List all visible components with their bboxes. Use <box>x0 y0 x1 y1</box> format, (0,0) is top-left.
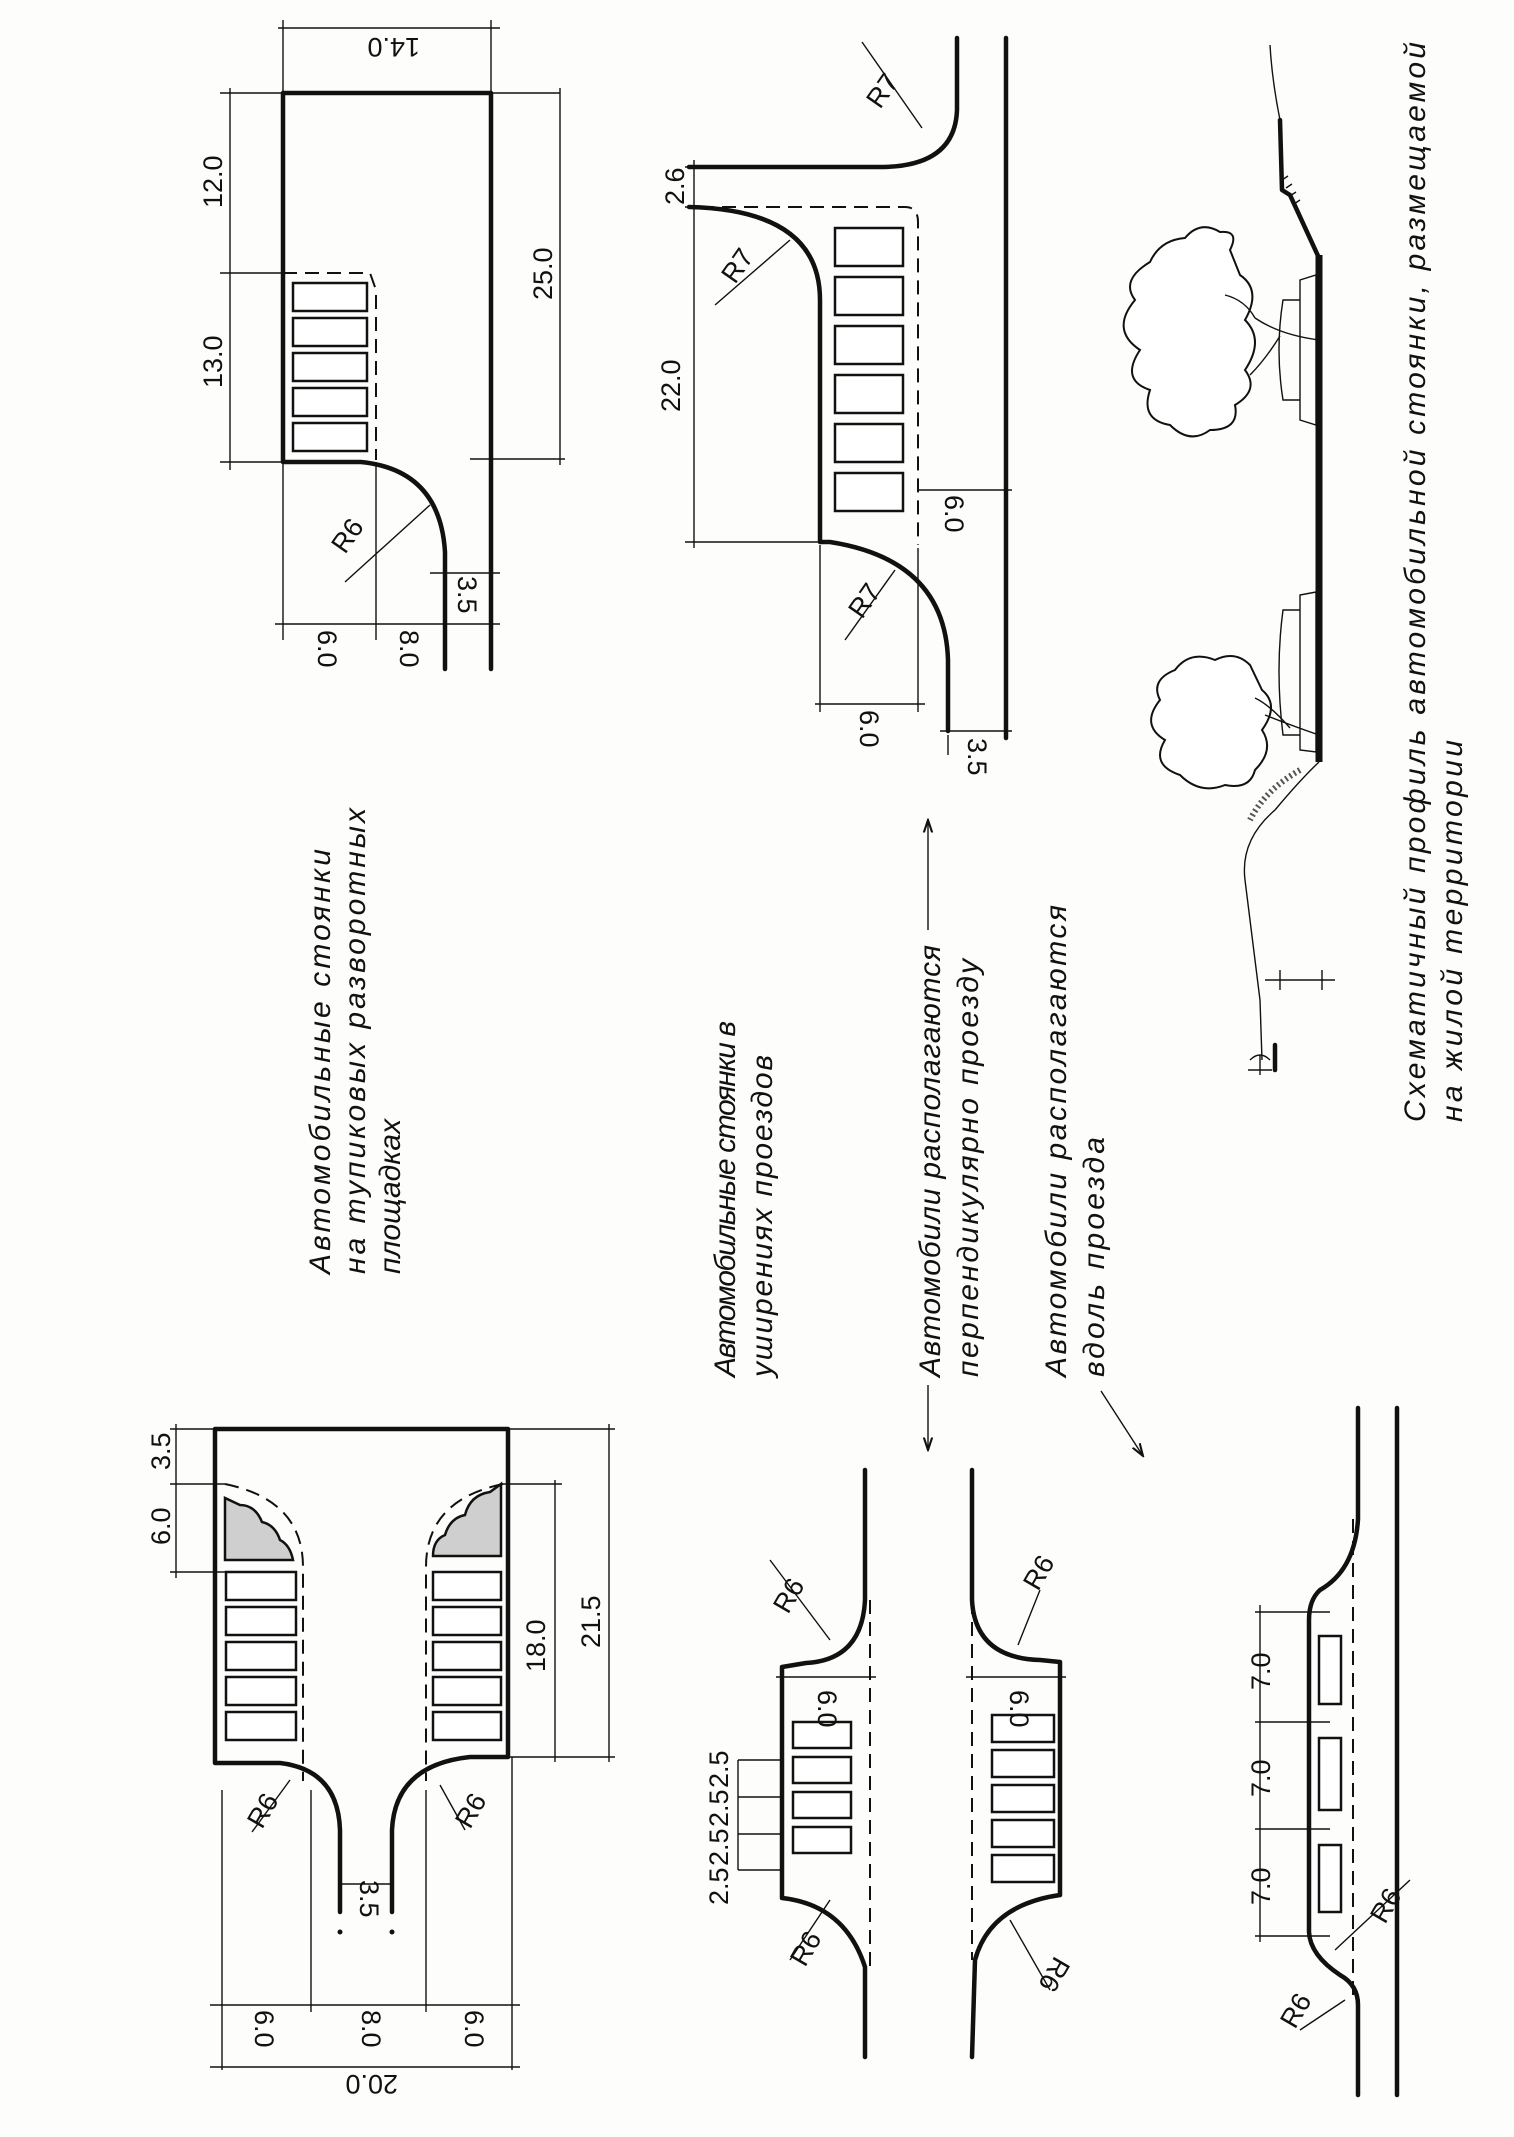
figure-dead-end-turnaround-right: 14.0 12.0 13.0 25.0 R6 3.5 6.0 8.0 <box>198 20 565 672</box>
dim-d: 21.5 <box>576 1595 606 1648</box>
dim-length: 25.0 <box>528 247 558 300</box>
caption-line: Автомобили располагаются <box>914 945 947 1379</box>
dim-depth: 6.0 <box>812 1690 842 1728</box>
caption-line: на тупиковых разворотных <box>339 807 372 1274</box>
radius-label-3: R7 <box>860 68 904 113</box>
dim-b: 13.0 <box>198 335 228 388</box>
radius-label-2: R6 <box>449 1788 492 1833</box>
dim-s1: 2.5 <box>704 1867 734 1905</box>
caption-line: перпендикулярно проезду <box>952 957 985 1377</box>
turnaround-outline <box>212 1426 511 1915</box>
tree-2 <box>1150 655 1320 790</box>
dim-w1: 6.0 <box>249 2010 279 2048</box>
parking-slots-right <box>431 1570 503 1742</box>
parking-slots <box>291 281 369 453</box>
car-2 <box>1278 591 1317 753</box>
dim-s4: 2.5 <box>704 1750 734 1788</box>
caption-line: на жилой территории <box>1436 740 1469 1122</box>
dim-d2: 6.0 <box>854 710 884 748</box>
radius-label-1: R6 <box>241 1788 284 1833</box>
arrow-diagonal-icon <box>1100 1390 1143 1456</box>
dim-d1: 6.0 <box>312 630 342 668</box>
caption-profile: Схематичный профиль автомобильной стоянк… <box>1399 42 1469 1122</box>
planter-left <box>223 1496 295 1562</box>
dim-s3: 2.5 <box>704 1789 734 1827</box>
dim-d2: 8.0 <box>394 630 424 668</box>
caption-along: Автомобили располагаются вдоль проезда <box>1040 905 1143 1456</box>
widening-outline <box>686 35 1009 741</box>
figure-profile <box>1122 44 1335 1075</box>
radius-label-2: R6 <box>1033 1952 1076 1997</box>
parking-slots <box>833 226 905 513</box>
dim-width: 14.0 <box>367 32 420 62</box>
figure-widening-top: 2.6 22.0 R7 R7 R7 6.0 6.0 3.5 <box>656 35 1012 776</box>
dim-c: 18.0 <box>521 1619 551 1672</box>
tree-1 <box>1122 226 1320 438</box>
caption-line: Автомобильные стоянки в <box>709 1021 742 1379</box>
dim-b: 22.0 <box>656 359 686 412</box>
figure-perpendicular-a: 6.0 2.5 2.5 2.5 2.5 R6 R6 <box>704 1467 876 2060</box>
caption-line: Схематичный профиль автомобильной стоянк… <box>1399 42 1432 1122</box>
radius-label-1: R6 <box>767 1573 810 1618</box>
dim-w2: 8.0 <box>356 2010 386 2048</box>
dim-a: 2.6 <box>660 167 690 205</box>
radius-label-2: R7 <box>842 578 886 623</box>
dim-s1: 7.0 <box>1246 1652 1276 1690</box>
parking-slots <box>990 1713 1056 1884</box>
dim-s3: 7.0 <box>1246 1867 1276 1905</box>
dim-a: 12.0 <box>198 155 228 208</box>
radius-label: R6 <box>325 513 369 558</box>
caption-perpendicular: Автомобили располагаются перпендикулярно… <box>914 820 985 1450</box>
dim-total: 20.0 <box>345 2069 398 2099</box>
caption-widening: Автомобильные стоянки в уширениях проезд… <box>709 1021 779 1379</box>
profile-dimension <box>1265 970 1335 990</box>
dim-d1: 6.0 <box>939 495 969 533</box>
planter-right <box>431 1481 503 1558</box>
caption-line: уширениях проездов <box>746 1055 779 1379</box>
figure-along-road: 7.0 7.0 7.0 R6 R6 <box>1246 1405 1411 2098</box>
caption-line: вдоль проезда <box>1078 1137 1111 1377</box>
dim-road: 3.5 <box>354 1880 384 1918</box>
caption-line: площадках <box>374 1118 407 1274</box>
radius-label-2: R6 <box>1274 1988 1317 2033</box>
dim-b: 6.0 <box>146 1507 176 1545</box>
caption-line: Автомобили располагаются <box>1040 905 1073 1379</box>
parking-slots <box>1317 1634 1343 1914</box>
radius-label-1: R6 <box>1364 1883 1407 1928</box>
radius-label-2: R6 <box>784 1926 827 1971</box>
figure-dead-end-turnaround-left: 3.5 6.0 18.0 21.5 R6 R6 3.5 6.0 8.0 6.0 … <box>146 1424 615 2099</box>
car-1 <box>1278 274 1317 426</box>
caption-dead-end: Автомобильные стоянки на тупиковых разво… <box>304 807 407 1276</box>
dim-depth: 6.0 <box>1004 1690 1034 1728</box>
dim-s2: 2.5 <box>704 1828 734 1866</box>
dim-s2: 7.0 <box>1246 1759 1276 1797</box>
person-figure <box>1248 1054 1272 1075</box>
dim-w3: 6.0 <box>459 2010 489 2048</box>
parking-slots-left <box>224 1570 298 1742</box>
radius-label-1: R6 <box>1017 1550 1060 1595</box>
dim-road: 3.5 <box>452 576 482 614</box>
dim-road: 3.5 <box>962 738 992 776</box>
figure-perpendicular-b: 6.0 R6 R6 <box>966 1467 1076 2060</box>
caption-line: Автомобильные стоянки <box>304 849 337 1276</box>
parking-slots <box>791 1720 853 1855</box>
radius-label-1: R7 <box>715 243 759 288</box>
dim-a: 3.5 <box>146 1432 176 1470</box>
